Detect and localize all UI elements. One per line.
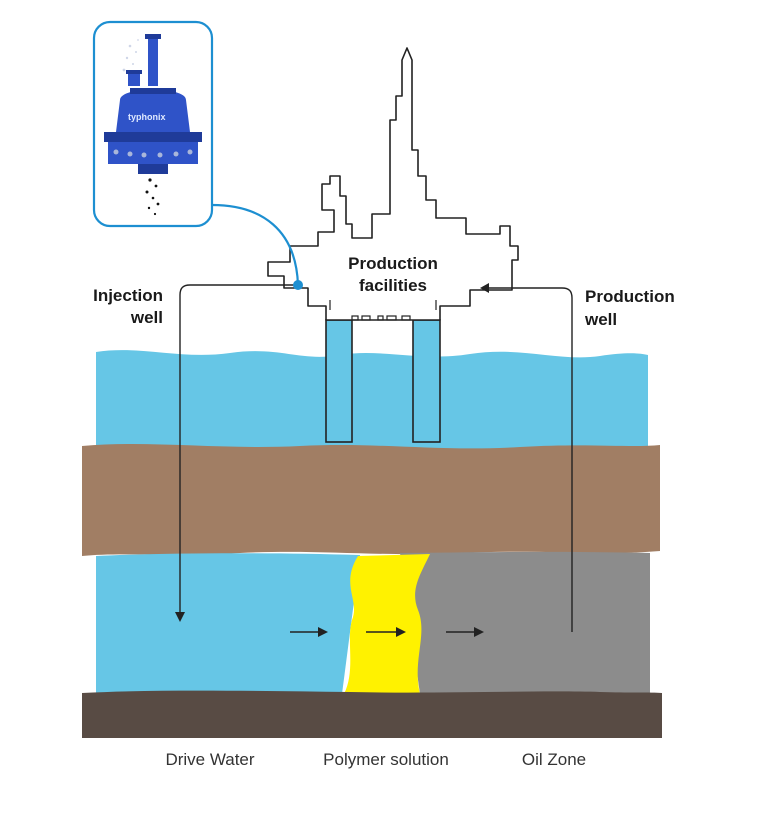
sea-water	[96, 350, 648, 455]
callout-connector	[211, 203, 300, 286]
callout-dot	[293, 280, 303, 290]
offshore-platform	[267, 47, 519, 321]
injection-well-label-line1: Injection	[93, 286, 163, 305]
rock-layer	[82, 444, 660, 556]
platform-legs	[325, 319, 441, 443]
polymer-solution-label: Polymer solution	[323, 750, 449, 769]
oil-zone	[400, 551, 650, 694]
injection-arrowhead	[175, 612, 185, 622]
production-facilities-label-line1: Production	[348, 254, 438, 273]
production-facilities-label-line2: facilities	[359, 276, 427, 295]
injection-well-label-line2: well	[130, 308, 163, 327]
drive-water-label: Drive Water	[165, 750, 254, 769]
device-brand-label: typhonix	[128, 112, 166, 122]
flow-arrows	[290, 627, 484, 637]
production-well-label-line2: well	[584, 310, 617, 329]
platform-details	[329, 300, 437, 321]
polymer-front	[344, 554, 430, 694]
injection-well-line	[179, 284, 298, 613]
drive-water-zone	[96, 553, 360, 694]
production-well-label-line1: Production	[585, 287, 675, 306]
typhonix-device-image: typhonix	[104, 34, 202, 216]
base-rock	[82, 690, 662, 738]
production-arrowhead	[480, 283, 489, 293]
oil-zone-label: Oil Zone	[522, 750, 586, 769]
production-well-line	[488, 287, 573, 632]
